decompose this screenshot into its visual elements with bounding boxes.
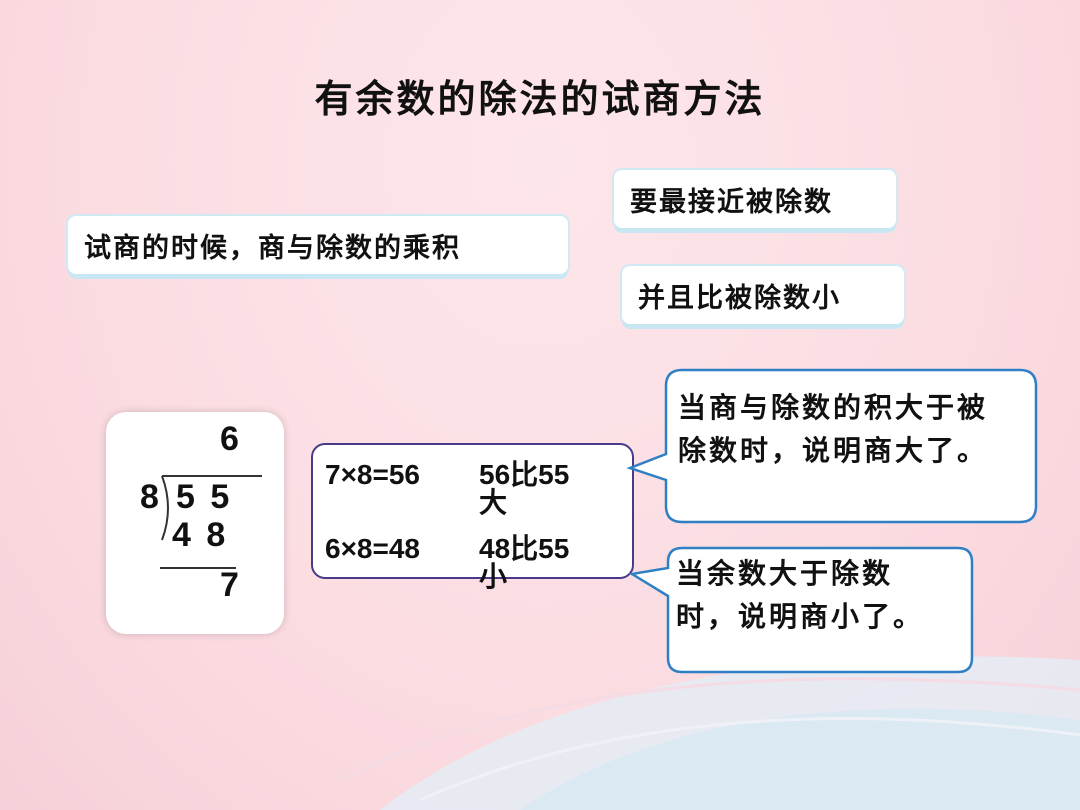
calculation-box: 7×8=56 56比55大 6×8=48 48比55小 xyxy=(311,443,634,591)
tag-closest-dividend: 要最接近被除数 xyxy=(614,170,896,228)
tag-smaller-than-dividend-text: 并且比被除数小 xyxy=(638,282,841,314)
tag-trial-quotient-text: 试商的时候，商与除数的乘积 xyxy=(84,232,461,264)
division-dividend: 5 5 xyxy=(176,478,233,516)
bubble-1-line-1: 当商与除数的积大于被 xyxy=(678,391,989,424)
calc-compare-1: 56比55大 xyxy=(479,459,570,518)
tag-smaller-than-dividend: 并且比被除数小 xyxy=(622,266,904,324)
long-division-card: 6 8 5 5 4 8 7 xyxy=(106,412,284,634)
tag-closest-dividend-text: 要最接近被除数 xyxy=(630,186,833,218)
tag-trial-quotient: 试商的时候，商与除数的乘积 xyxy=(68,216,568,274)
bubble-quotient-too-large: 当商与除数的积大于被 除数时，说明商大了。 xyxy=(678,386,988,472)
bubble-2-line-2: 时，说明商小了。 xyxy=(676,600,925,633)
division-bracket-icon xyxy=(160,475,262,569)
bubble-quotient-too-small: 当余数大于除数 时，说明商小了。 xyxy=(676,552,924,638)
calc-compare-2: 48比55小 xyxy=(479,533,570,592)
division-quotient: 6 xyxy=(220,420,242,458)
calc-line-2: 6×8=48 xyxy=(325,533,420,564)
bubble-2-line-1: 当余数大于除数 xyxy=(676,557,894,590)
page-title: 有余数的除法的试商方法 xyxy=(314,76,766,121)
division-remainder: 7 xyxy=(220,566,242,604)
calc-line-1: 7×8=56 xyxy=(325,459,420,490)
bubble-1-line-2: 除数时，说明商大了。 xyxy=(678,434,989,467)
division-divisor: 8 xyxy=(140,478,162,516)
division-product: 4 8 xyxy=(172,516,229,554)
